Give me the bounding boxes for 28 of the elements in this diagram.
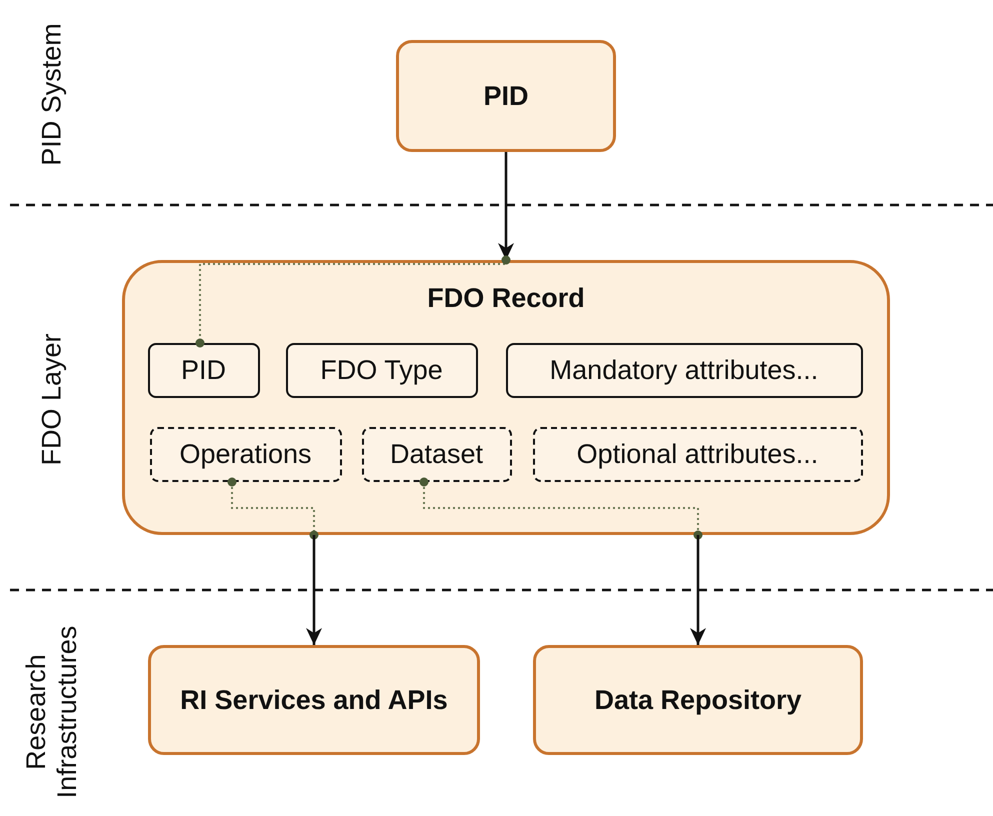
attribute-box [506, 342, 862, 398]
lane-label: FDO Layer [36, 332, 68, 468]
node-label: RI Services and APIs [180, 684, 448, 716]
node-label: Data Repository [594, 684, 802, 716]
record-container [122, 260, 890, 535]
process-box [533, 645, 863, 755]
lane-label: Research Infrastructures [20, 624, 83, 800]
node-label: FDO Type [320, 354, 443, 386]
node-label: Operations [179, 438, 312, 470]
optional-attribute-box [532, 426, 862, 482]
dotted-connector [196, 256, 510, 348]
node-label: Mandatory attributes... [550, 354, 818, 386]
process-box [148, 645, 480, 755]
dotted-connector [228, 478, 318, 540]
optional-attribute-box [150, 426, 342, 482]
group-title: FDO Record [427, 283, 585, 314]
node-label: Optional attributes... [576, 438, 818, 470]
attribute-box [148, 342, 260, 398]
process-box [396, 40, 616, 152]
arrow [306, 535, 322, 645]
arrow [690, 535, 706, 645]
attribute-box [286, 342, 478, 398]
node-label: PID [483, 80, 528, 112]
lane-label: PID System [36, 22, 68, 168]
node-label: Dataset [390, 438, 484, 470]
node-label: PID [180, 354, 226, 386]
optional-attribute-box [362, 426, 512, 482]
dotted-connector [420, 478, 702, 540]
